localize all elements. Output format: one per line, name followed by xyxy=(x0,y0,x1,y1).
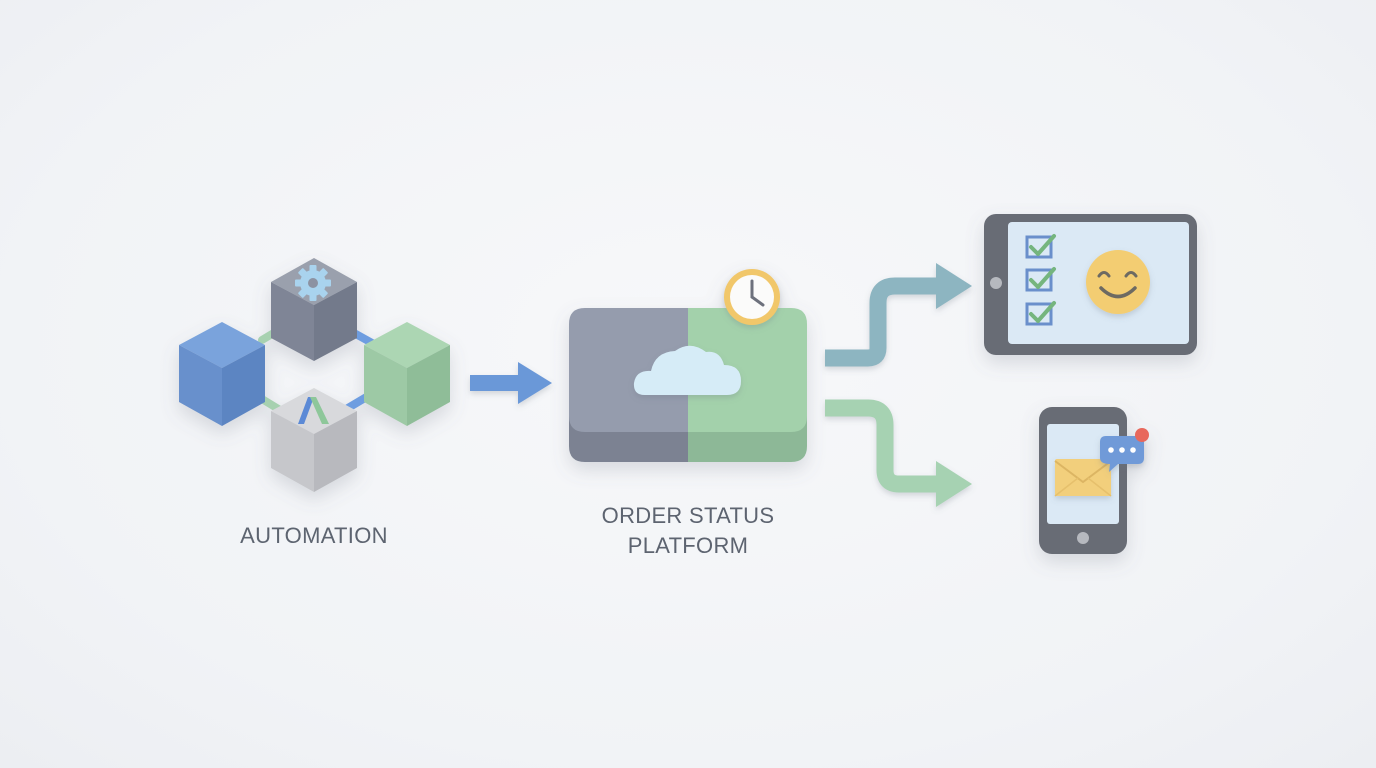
checkbox-icon xyxy=(1025,267,1056,292)
automation-label: AUTOMATION xyxy=(240,523,388,548)
notification-dot-icon xyxy=(1135,428,1149,442)
green-cube xyxy=(364,322,450,426)
clock-icon xyxy=(724,269,780,325)
platform-label-line2: PLATFORM xyxy=(627,533,749,558)
arrow-automation-to-platform xyxy=(470,362,552,404)
cloud-icon xyxy=(633,345,741,395)
phone-device xyxy=(1039,407,1149,554)
phone-home-button xyxy=(1077,532,1089,544)
checklist xyxy=(1025,234,1056,326)
platform-label-line1: ORDER STATUS xyxy=(601,503,775,528)
automation-cluster xyxy=(179,258,450,492)
arrow-platform-to-tablet xyxy=(825,263,972,367)
checkbox-icon xyxy=(1025,301,1056,326)
tablet-home-button xyxy=(990,277,1002,289)
platform-label: ORDER STATUS PLATFORM xyxy=(578,501,798,561)
arrow-platform-to-phone xyxy=(825,399,972,507)
smiley-icon xyxy=(1086,250,1150,314)
lambda-icon xyxy=(298,397,329,424)
blue-cube xyxy=(179,322,265,426)
platform-block xyxy=(569,269,807,462)
chat-bubble-icon xyxy=(1100,436,1144,472)
lambda-cube xyxy=(271,388,357,492)
gear-icon xyxy=(295,265,331,301)
tablet-device xyxy=(984,214,1197,355)
envelope-icon xyxy=(1054,459,1112,497)
gear-cube xyxy=(271,258,357,361)
checkbox-icon xyxy=(1025,234,1056,259)
